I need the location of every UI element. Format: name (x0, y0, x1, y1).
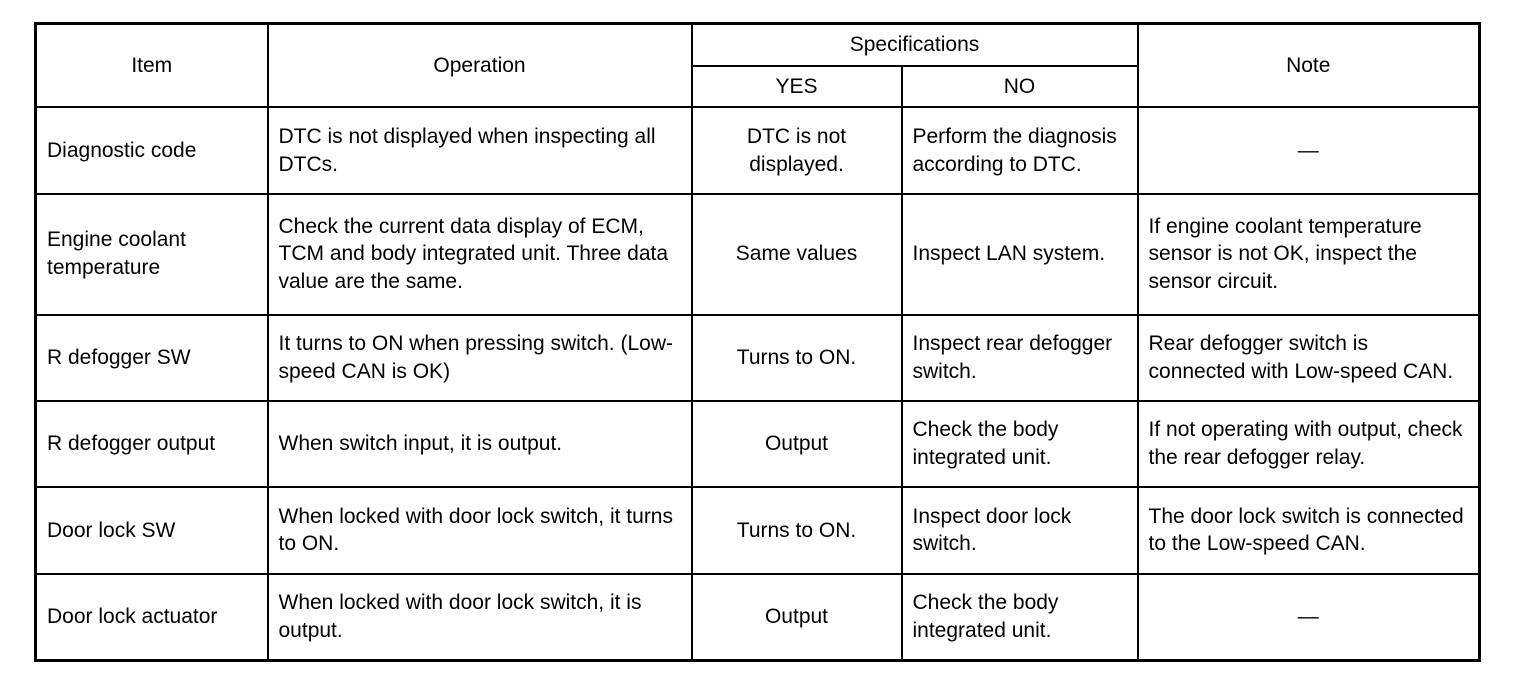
table-body: Diagnostic code DTC is not displayed whe… (34, 106, 1481, 662)
cell-item: R defogger SW (34, 313, 269, 402)
table-row: Engine coolant temperature Check the cur… (34, 192, 1481, 316)
cell-yes: Output (690, 399, 903, 489)
cell-note: If not operating with output, check the … (1136, 399, 1481, 489)
cell-yes: Turns to ON. (690, 313, 903, 402)
table-row: R defogger output When switch input, it … (34, 399, 1481, 489)
cell-no: Check the body integrated unit. (900, 399, 1139, 489)
cell-yes: Turns to ON. (690, 486, 903, 575)
diagnostic-specification-table: Item Operation Specifications Note YES N… (34, 22, 1482, 662)
cell-operation: DTC is not displayed when inspecting all… (266, 106, 693, 195)
table-row: Door lock actuator When locked with door… (34, 572, 1481, 662)
table-row: R defogger SW It turns to ON when pressi… (34, 313, 1481, 402)
cell-note: — (1136, 572, 1481, 662)
column-header-yes: YES (690, 64, 903, 109)
cell-operation: It turns to ON when pressing switch. (Lo… (266, 313, 693, 402)
table-header-row-primary: Item Operation Specifications Note (34, 22, 1481, 109)
cell-no: Inspect LAN system. (900, 192, 1139, 316)
cell-operation: When locked with door lock switch, it is… (266, 572, 693, 662)
table-row: Door lock SW When locked with door lock … (34, 486, 1481, 575)
column-header-note: Note (1136, 22, 1481, 109)
cell-note: If engine coolant temperature sensor is … (1136, 192, 1481, 316)
cell-item: Door lock actuator (34, 572, 269, 662)
diagnostic-specification-table-container: Item Operation Specifications Note YES N… (34, 22, 1482, 662)
cell-operation: When locked with door lock switch, it tu… (266, 486, 693, 575)
column-header-no: NO (900, 64, 1139, 109)
cell-no: Inspect rear defogger switch. (900, 313, 1139, 402)
cell-item: Engine coolant temperature (34, 192, 269, 316)
column-header-item: Item (34, 22, 269, 109)
cell-no: Check the body integrated unit. (900, 572, 1139, 662)
cell-no: Inspect door lock switch. (900, 486, 1139, 575)
cell-item: Diagnostic code (34, 106, 269, 195)
cell-note: — (1136, 106, 1481, 195)
cell-item: Door lock SW (34, 486, 269, 575)
table-row: Diagnostic code DTC is not displayed whe… (34, 106, 1481, 195)
cell-operation: Check the current data display of ECM, T… (266, 192, 693, 316)
cell-yes: DTC is not displayed. (690, 106, 903, 195)
cell-item: R defogger output (34, 399, 269, 489)
column-header-operation: Operation (266, 22, 693, 109)
cell-note: The door lock switch is connected to the… (1136, 486, 1481, 575)
cell-yes: Output (690, 572, 903, 662)
cell-no: Perform the diagnosis according to DTC. (900, 106, 1139, 195)
cell-note: Rear defogger switch is connected with L… (1136, 313, 1481, 402)
cell-yes: Same values (690, 192, 903, 316)
cell-operation: When switch input, it is output. (266, 399, 693, 489)
table-header-row-secondary: YES NO (36, 64, 1480, 109)
table-header: Item Operation Specifications Note YES N… (34, 22, 1481, 109)
column-header-specifications: Specifications (690, 22, 1139, 67)
